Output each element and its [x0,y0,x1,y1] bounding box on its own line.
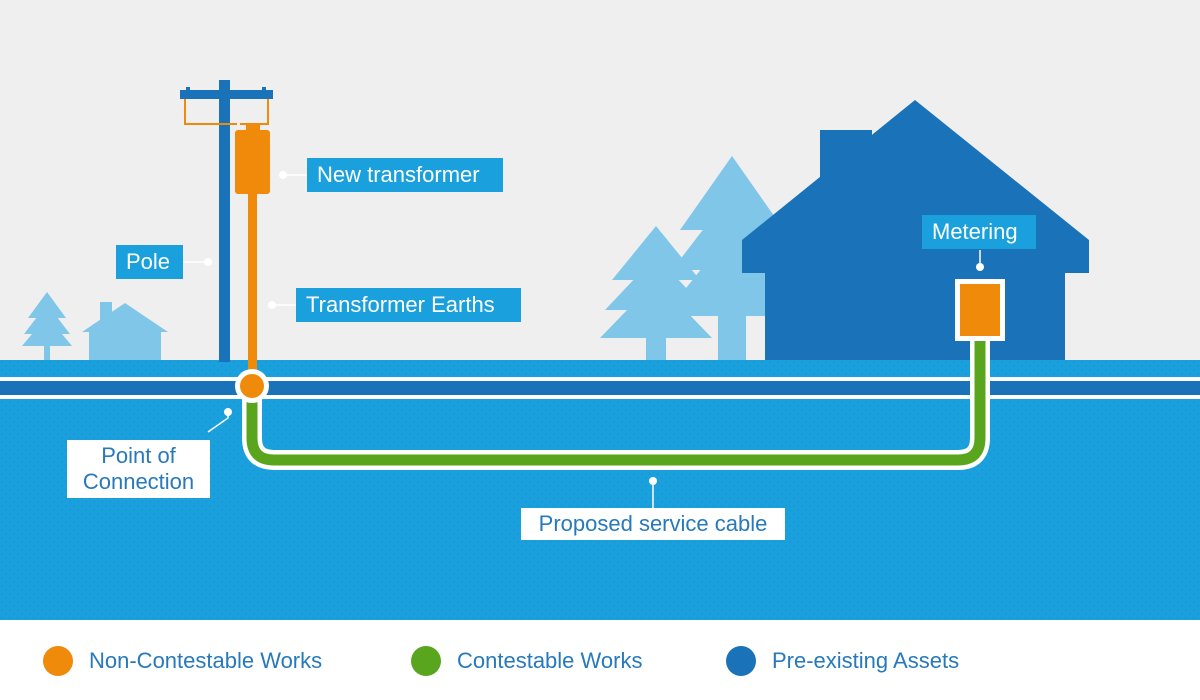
new-transformer-label: New transformer [307,158,503,192]
pole-icon [180,80,273,362]
green-dot-icon [411,646,441,676]
legend-item-contestable: Contestable Works [411,646,642,676]
metering-label: Metering [922,215,1036,249]
point-of-connection-line2: Connection [82,469,195,494]
small-house-icon [82,302,168,362]
point-of-connection-label: Point of Connection [67,440,210,498]
pole-label: Pole [116,245,183,279]
meter-box-icon [955,279,1005,341]
transformer-earths-label: Transformer Earths [296,288,521,322]
blue-dot-icon [726,646,756,676]
proposed-service-cable-label: Proposed service cable [521,508,785,540]
existing-mains [0,377,1200,399]
legend: Non-Contestable Works Contestable Works … [0,620,1200,700]
legend-item-non-contestable: Non-Contestable Works [43,646,322,676]
legend-label: Non-Contestable Works [89,648,323,673]
house-icon [742,100,1089,362]
point-of-connection-line1: Point of [101,443,176,468]
callout-leaders [183,171,984,508]
legend-item-pre-existing: Pre-existing Assets [726,646,959,676]
orange-dot-icon [43,646,73,676]
legend-label: Pre-existing Assets [772,648,960,673]
transformer-icon [235,124,270,370]
small-tree-icon [22,292,72,362]
point-of-connection-icon [235,369,269,403]
proposed-service-cable [242,336,990,470]
legend-label: Contestable Works [457,648,643,673]
